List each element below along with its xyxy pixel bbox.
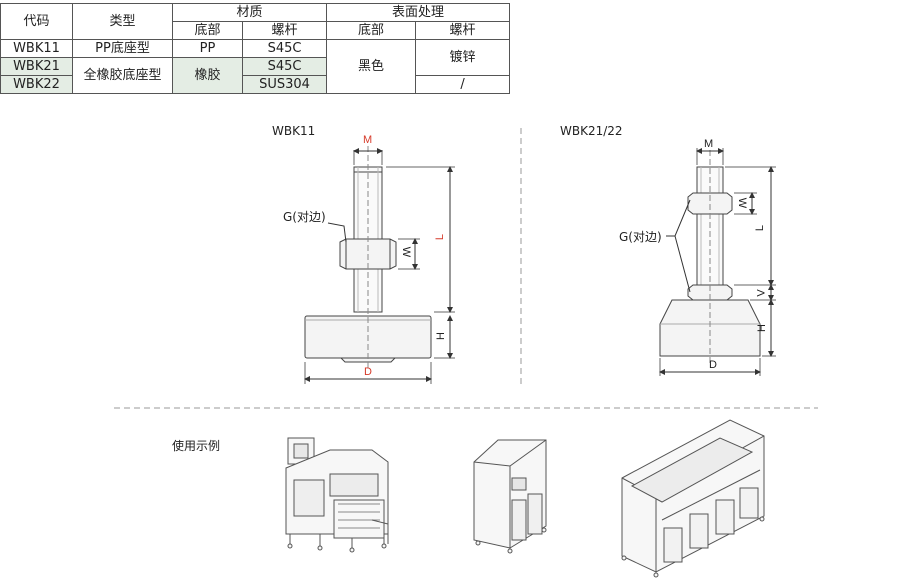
wbk11-title: WBK11 <box>272 124 316 138</box>
cell-screw: S45C <box>241 39 328 58</box>
wbk11-g-label: G(对边) <box>283 210 326 224</box>
wbk11-dim-h: H <box>434 332 447 340</box>
usage-machine-3 <box>621 419 765 578</box>
wbk2x-dim-d: D <box>709 359 717 371</box>
cell-screw: S45C <box>241 57 328 76</box>
wbk11-dim-d: D <box>364 366 372 378</box>
header-code: 代码 <box>0 3 73 40</box>
wbk2x-dim-h: H <box>755 324 768 332</box>
cell-base: 橡胶 <box>172 57 243 94</box>
cell-code: WBK22 <box>0 75 73 94</box>
table-row: WBK11 PP底座型 PP S45C 黑色 镀锌 <box>0 39 511 94</box>
cell-surface-base: 黑色 <box>326 39 417 94</box>
wbk2x-drawing <box>659 148 776 376</box>
cell-surface-screw: / <box>415 75 511 94</box>
cell-base: PP <box>172 39 243 58</box>
spec-table: 代码 类型 材质 表面处理 底部 螺杆 底部 螺杆 WBK11 PP底座型 PP… <box>0 3 511 94</box>
usage-machine-1 <box>285 437 389 553</box>
cell-type: PP底座型 <box>72 39 173 58</box>
wbk2x-dim-w: W <box>736 197 749 209</box>
wbk2x-dim-l: L <box>754 224 767 232</box>
wbk2x-g-label: G(对边) <box>619 230 662 244</box>
table-subheader-row: 底部 螺杆 底部 螺杆 <box>1 21 511 40</box>
wbk2x-dim-v: V <box>755 289 768 297</box>
wbk11-dim-m: M <box>363 134 373 146</box>
cell-screw: SUS304 <box>241 75 328 94</box>
table-row: WBK21 全橡胶底座型 橡胶 S45C <box>0 57 510 94</box>
wbk11-dim-w: W <box>400 246 413 258</box>
wbk11-dim-l: L <box>434 233 447 241</box>
usage-machine-2 <box>473 439 547 554</box>
subheader-surface-screw: 螺杆 <box>415 21 511 40</box>
wbk2x-dim-m: M <box>704 138 714 150</box>
wbk11-drawing <box>304 146 455 384</box>
cell-type: 全橡胶底座型 <box>72 57 173 94</box>
header-type: 类型 <box>72 3 173 40</box>
table-row: WBK22 SUS304 / <box>0 75 511 94</box>
usage-example-label: 使用示例 <box>172 439 221 453</box>
cell-code: WBK21 <box>0 57 73 76</box>
wbk2x-title: WBK21/22 <box>560 124 623 138</box>
